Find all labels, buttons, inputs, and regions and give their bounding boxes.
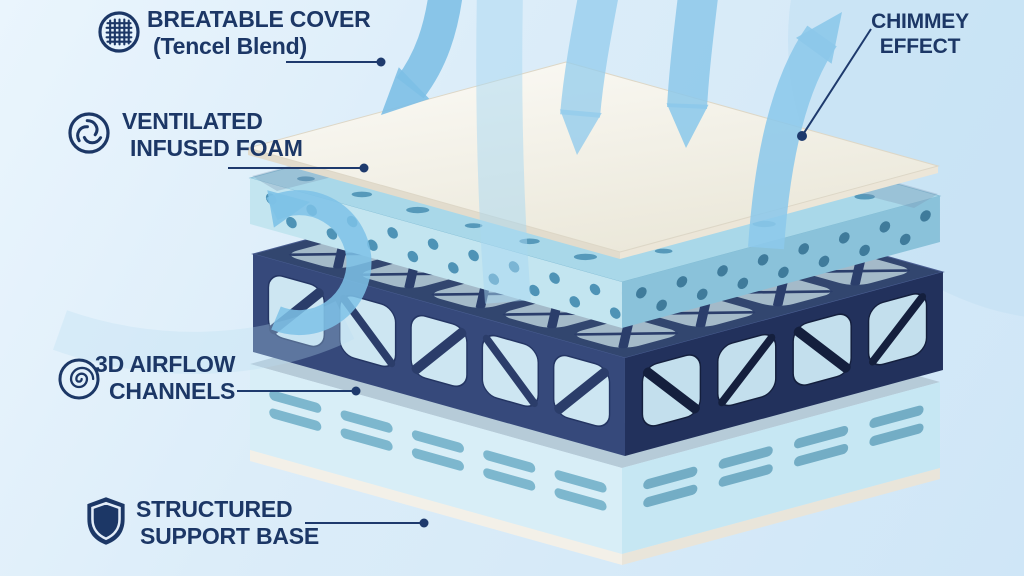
airflow-swoosh <box>52 301 355 374</box>
label-support-base: STRUCTURED SUPPORT BASE <box>136 496 319 550</box>
leader-channels <box>237 386 361 396</box>
label-ventilated-foam-line1: VENTILATED <box>122 108 263 134</box>
weave-icon <box>98 11 140 53</box>
chimney-up-arrow <box>748 12 842 250</box>
airflow-arrows <box>52 0 842 374</box>
airflow-band <box>476 0 531 304</box>
down-arrow-3 <box>666 0 718 148</box>
label-airflow-channels-line2: CHANNELS <box>109 378 236 404</box>
down-arrow-1 <box>381 0 463 115</box>
label-chimney-effect-line1: CHIMMEY <box>871 10 969 33</box>
swirl-icon <box>68 112 110 154</box>
leader-base <box>305 518 429 528</box>
spiral-icon <box>58 358 100 400</box>
base-vent-slots-left <box>269 390 607 511</box>
circulation-loop-arrow <box>266 190 372 336</box>
label-breathable-cover-line2: (Tencel Blend) <box>153 33 307 59</box>
leader-cover <box>286 57 386 67</box>
leader-foam <box>228 163 369 173</box>
label-ventilated-foam-line2: INFUSED FOAM <box>130 135 303 161</box>
label-chimney-effect: CHIMMEY EFFECT <box>864 9 976 59</box>
base-vent-slots-right <box>643 405 924 508</box>
label-airflow-channels-line1: 3D AIRFLOW <box>95 351 236 377</box>
leader-lines <box>228 28 872 528</box>
down-arrow-2 <box>559 0 618 155</box>
base-white-strip-left <box>250 450 622 565</box>
shield-icon <box>87 497 125 545</box>
base-white-strip-right <box>622 467 940 565</box>
label-chimney-effect-line2: EFFECT <box>879 35 961 58</box>
label-support-base-line2: SUPPORT BASE <box>140 523 320 549</box>
label-airflow-channels: 3D AIRFLOW CHANNELS <box>95 351 235 405</box>
label-breathable-cover-line1: BREATABLE COVER <box>147 6 371 32</box>
label-support-base-line1: STRUCTURED <box>136 496 293 522</box>
label-ventilated-foam: VENTILATED INFUSED FOAM <box>122 108 303 162</box>
label-breathable-cover: BREATABLE COVER (Tencel Blend) <box>147 6 371 60</box>
leader-chimney <box>797 28 872 141</box>
